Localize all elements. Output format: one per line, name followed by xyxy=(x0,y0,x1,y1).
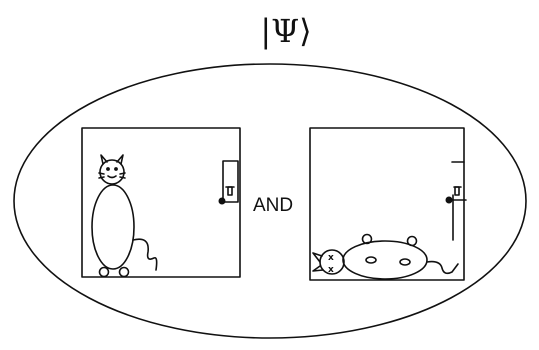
left-box-frame xyxy=(81,127,241,278)
superposition-ellipse xyxy=(13,63,527,339)
alive-cat-icon xyxy=(91,154,158,278)
dead-cat-icon: x x xyxy=(312,233,459,280)
alive-cat-box xyxy=(81,127,241,278)
right-box-frame xyxy=(309,127,465,281)
right-vial-icon xyxy=(445,161,467,241)
dead-eye-icon: x xyxy=(328,265,334,275)
left-vial-icon xyxy=(218,160,239,205)
dead-cat-box: x x xyxy=(309,127,467,281)
dead-eye-icon: x xyxy=(328,253,334,263)
and-connector: AND xyxy=(253,195,293,216)
state-ket-title: |Ψ⟩ xyxy=(260,12,311,50)
